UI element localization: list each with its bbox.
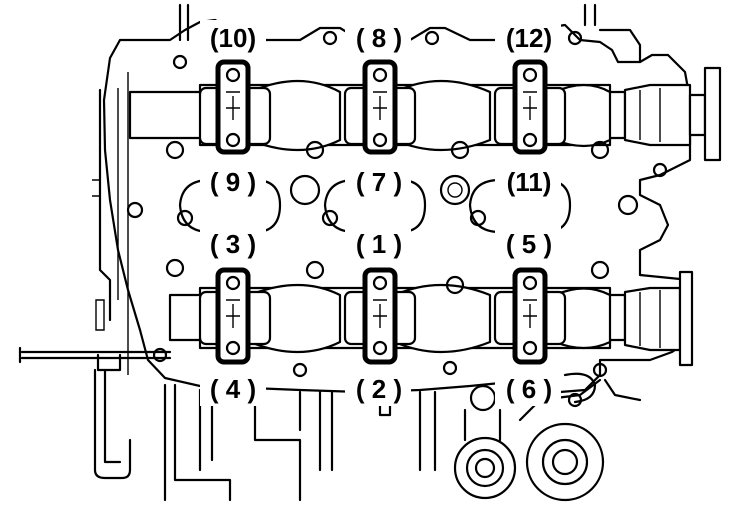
bolt-label-6: ( 6 ) <box>506 374 552 404</box>
bearing-cap-lower-center <box>343 267 417 365</box>
bolt-label-9: ( 9 ) <box>210 167 256 197</box>
bearing-cap-lower-left <box>198 267 272 365</box>
bolt-label-7: ( 7 ) <box>356 167 402 197</box>
bolt-label-12: (12) <box>506 23 552 53</box>
bolt-order-labels: (10) ( 8 ) (12) ( 9 ) ( 7 ) (11) ( 3 ) (… <box>200 20 561 406</box>
bolt-label-2: ( 2 ) <box>356 374 402 404</box>
bearing-cap-upper-right <box>493 59 567 155</box>
cam-lobes <box>248 79 612 354</box>
bearing-cap-upper-left <box>198 59 272 155</box>
bearing-cap-upper-center <box>343 59 417 155</box>
plug-wells <box>126 174 639 234</box>
bolt-label-8: ( 8 ) <box>356 23 402 53</box>
bolt-label-4: ( 4 ) <box>210 374 256 404</box>
bolt-label-5: ( 5 ) <box>506 229 552 259</box>
bolt-label-1: ( 1 ) <box>356 229 402 259</box>
bolt-label-11: (11) <box>507 167 552 197</box>
bolt-label-10: (10) <box>210 23 256 53</box>
bolt-label-3: ( 3 ) <box>210 229 256 259</box>
top-bracket <box>178 3 642 64</box>
housing-bolt-holes <box>152 30 668 378</box>
lower-structure <box>18 346 642 502</box>
bearing-caps <box>198 59 567 365</box>
bearing-cap-lower-right <box>493 267 567 365</box>
